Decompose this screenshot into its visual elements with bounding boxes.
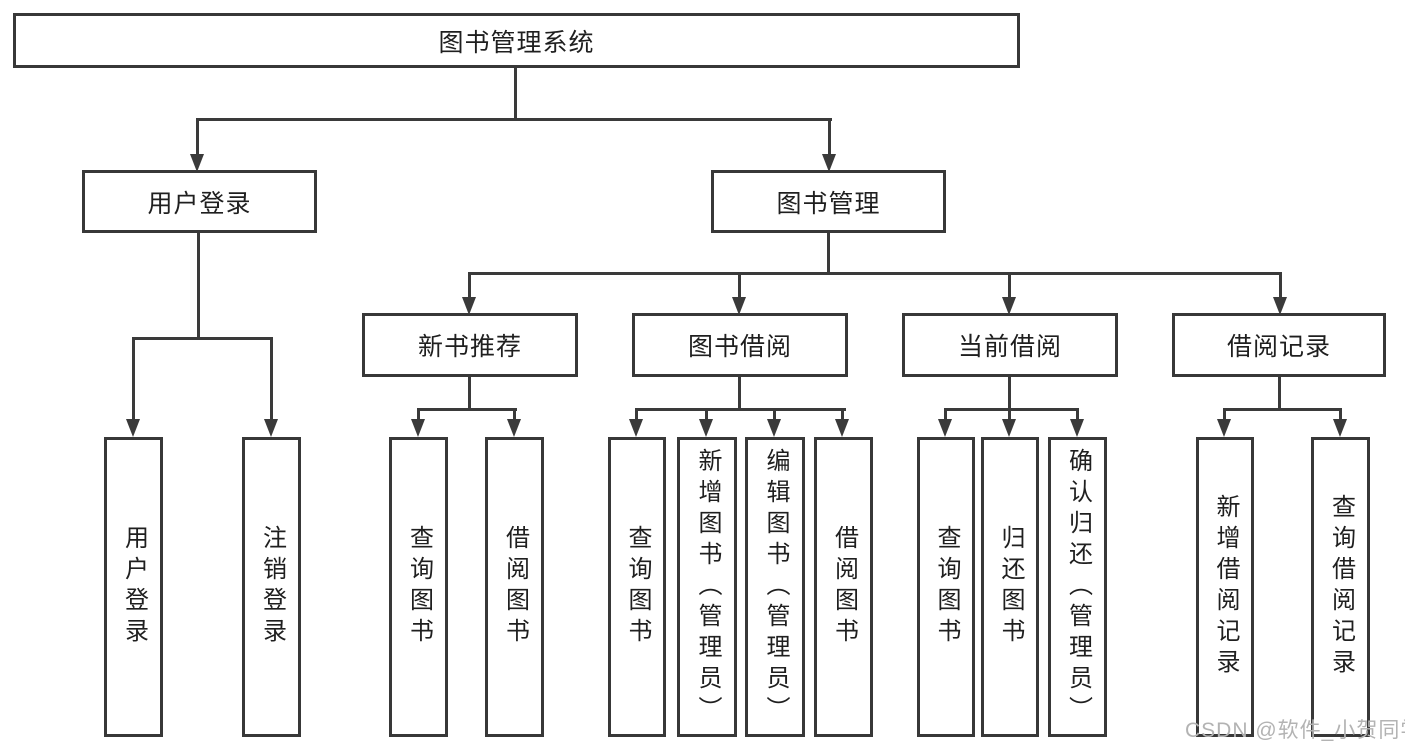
node-leaf-bb-query: 查询图书 bbox=[608, 437, 666, 737]
arrow-down-icon bbox=[835, 419, 849, 437]
node-leaf-nb-query: 查询图书 bbox=[389, 437, 448, 737]
arrow-down-icon bbox=[190, 154, 204, 172]
connector-book-borrow-vertical bbox=[738, 377, 741, 408]
connector-current-borrow-stem-2 bbox=[1008, 408, 1011, 421]
arrow-down-icon bbox=[699, 419, 713, 437]
connector-user-login-horizontal bbox=[132, 337, 273, 340]
connector-current-borrow-stem-3 bbox=[1076, 408, 1079, 421]
node-leaf-nb-borrow: 借阅图书 bbox=[485, 437, 544, 737]
connector-root-stem-left bbox=[196, 118, 199, 156]
node-new-book-rec: 新书推荐 bbox=[362, 313, 578, 377]
connector-borrow-record-vertical bbox=[1278, 377, 1281, 408]
node-leaf-bb-edit: 编辑图书（管理员） bbox=[745, 437, 805, 737]
arrow-down-icon bbox=[462, 297, 476, 315]
node-leaf-bb-edit-label: 编辑图书（管理员） bbox=[762, 447, 789, 727]
connector-borrow-record-stem-1 bbox=[1223, 408, 1226, 421]
node-current-borrow: 当前借阅 bbox=[902, 313, 1118, 377]
connector-book-borrow-stem-2 bbox=[705, 408, 708, 421]
node-leaf-br-query-label: 查询借阅记录 bbox=[1327, 494, 1355, 680]
arrow-down-icon bbox=[938, 419, 952, 437]
connector-current-borrow-vertical bbox=[1008, 377, 1011, 408]
connector-user-login-vertical bbox=[197, 233, 200, 337]
node-new-book-rec-label: 新书推荐 bbox=[417, 333, 522, 361]
node-borrow-record: 借阅记录 bbox=[1172, 313, 1386, 377]
node-current-borrow-label: 当前借阅 bbox=[957, 333, 1062, 361]
connector-new-book-stem-2 bbox=[513, 408, 516, 421]
arrow-down-icon bbox=[507, 419, 521, 437]
arrow-down-icon bbox=[1002, 419, 1016, 437]
node-leaf-cb-return-label: 归还图书 bbox=[997, 525, 1024, 649]
node-leaf-nb-borrow-label: 借阅图书 bbox=[501, 525, 529, 649]
connector-current-borrow-stem-1 bbox=[944, 408, 947, 421]
connector-borrow-record-stem-2 bbox=[1339, 408, 1342, 421]
node-leaf-bb-add: 新增图书（管理员） bbox=[677, 437, 737, 737]
connector-book-borrow-stem-4 bbox=[841, 408, 844, 421]
arrow-down-icon bbox=[822, 154, 836, 172]
arrow-down-icon bbox=[411, 419, 425, 437]
node-leaf-br-query: 查询借阅记录 bbox=[1311, 437, 1370, 737]
node-leaf-user-login: 用户登录 bbox=[104, 437, 163, 737]
node-book-borrow-label: 图书借阅 bbox=[687, 333, 792, 361]
arrow-down-icon bbox=[1070, 419, 1084, 437]
connector-user-login-stem-left bbox=[132, 337, 135, 421]
connector-root-vertical bbox=[514, 68, 517, 118]
csdn-watermark: CSDN @软件_小贺同学 bbox=[1185, 719, 1405, 742]
node-root: 图书管理系统 bbox=[13, 13, 1020, 68]
arrow-down-icon bbox=[732, 297, 746, 315]
connector-root-horizontal bbox=[196, 118, 832, 121]
connector-book-borrow-horizontal bbox=[635, 408, 846, 411]
node-user-login-label: 用户登录 bbox=[147, 189, 252, 218]
connector-book-borrow-stem-1 bbox=[635, 408, 638, 421]
arrow-down-icon bbox=[264, 419, 278, 437]
node-leaf-logout-label: 注销登录 bbox=[258, 525, 286, 649]
node-leaf-br-add: 新增借阅记录 bbox=[1196, 437, 1254, 737]
connector-new-book-vertical bbox=[468, 377, 471, 408]
node-book-mgmt-label: 图书管理 bbox=[776, 189, 881, 218]
connector-book-mgmt-stem-2 bbox=[738, 272, 741, 299]
connector-book-borrow-stem-3 bbox=[773, 408, 776, 421]
connector-book-mgmt-vertical bbox=[827, 233, 830, 272]
node-leaf-bb-borrow: 借阅图书 bbox=[814, 437, 873, 737]
node-book-borrow: 图书借阅 bbox=[632, 313, 848, 377]
node-borrow-record-label: 借阅记录 bbox=[1226, 333, 1331, 361]
node-leaf-cb-return: 归还图书 bbox=[981, 437, 1039, 737]
connector-new-book-horizontal bbox=[417, 408, 517, 411]
connector-user-login-stem-right bbox=[270, 337, 273, 421]
arrow-down-icon bbox=[126, 419, 140, 437]
node-leaf-br-add-label: 新增借阅记录 bbox=[1212, 494, 1239, 680]
connector-book-mgmt-stem-4 bbox=[1279, 272, 1282, 299]
node-leaf-user-login-label: 用户登录 bbox=[120, 525, 148, 649]
connector-root-stem-right bbox=[828, 118, 831, 156]
connector-borrow-record-horizontal bbox=[1223, 408, 1342, 411]
connector-book-mgmt-horizontal bbox=[468, 272, 1282, 275]
arrow-down-icon bbox=[1217, 419, 1231, 437]
node-leaf-bb-add-label: 新增图书（管理员） bbox=[694, 447, 721, 727]
connector-book-mgmt-stem-3 bbox=[1008, 272, 1011, 299]
node-leaf-cb-query-label: 查询图书 bbox=[933, 525, 960, 649]
node-user-login: 用户登录 bbox=[82, 170, 317, 233]
connector-current-borrow-horizontal bbox=[944, 408, 1079, 411]
node-leaf-bb-query-label: 查询图书 bbox=[624, 525, 651, 649]
arrow-down-icon bbox=[629, 419, 643, 437]
arrow-down-icon bbox=[1002, 297, 1016, 315]
arrow-down-icon bbox=[1333, 419, 1347, 437]
connector-book-mgmt-stem-1 bbox=[468, 272, 471, 299]
node-leaf-cb-confirm-label: 确认归还（管理员） bbox=[1064, 447, 1092, 727]
node-leaf-cb-query: 查询图书 bbox=[917, 437, 975, 737]
node-book-mgmt: 图书管理 bbox=[711, 170, 946, 233]
node-leaf-logout: 注销登录 bbox=[242, 437, 301, 737]
arrow-down-icon bbox=[767, 419, 781, 437]
node-leaf-cb-confirm: 确认归还（管理员） bbox=[1048, 437, 1107, 737]
node-root-label: 图书管理系统 bbox=[438, 28, 595, 57]
node-leaf-nb-query-label: 查询图书 bbox=[405, 525, 433, 649]
arrow-down-icon bbox=[1273, 297, 1287, 315]
node-leaf-bb-borrow-label: 借阅图书 bbox=[830, 525, 858, 649]
connector-new-book-stem-1 bbox=[417, 408, 420, 421]
